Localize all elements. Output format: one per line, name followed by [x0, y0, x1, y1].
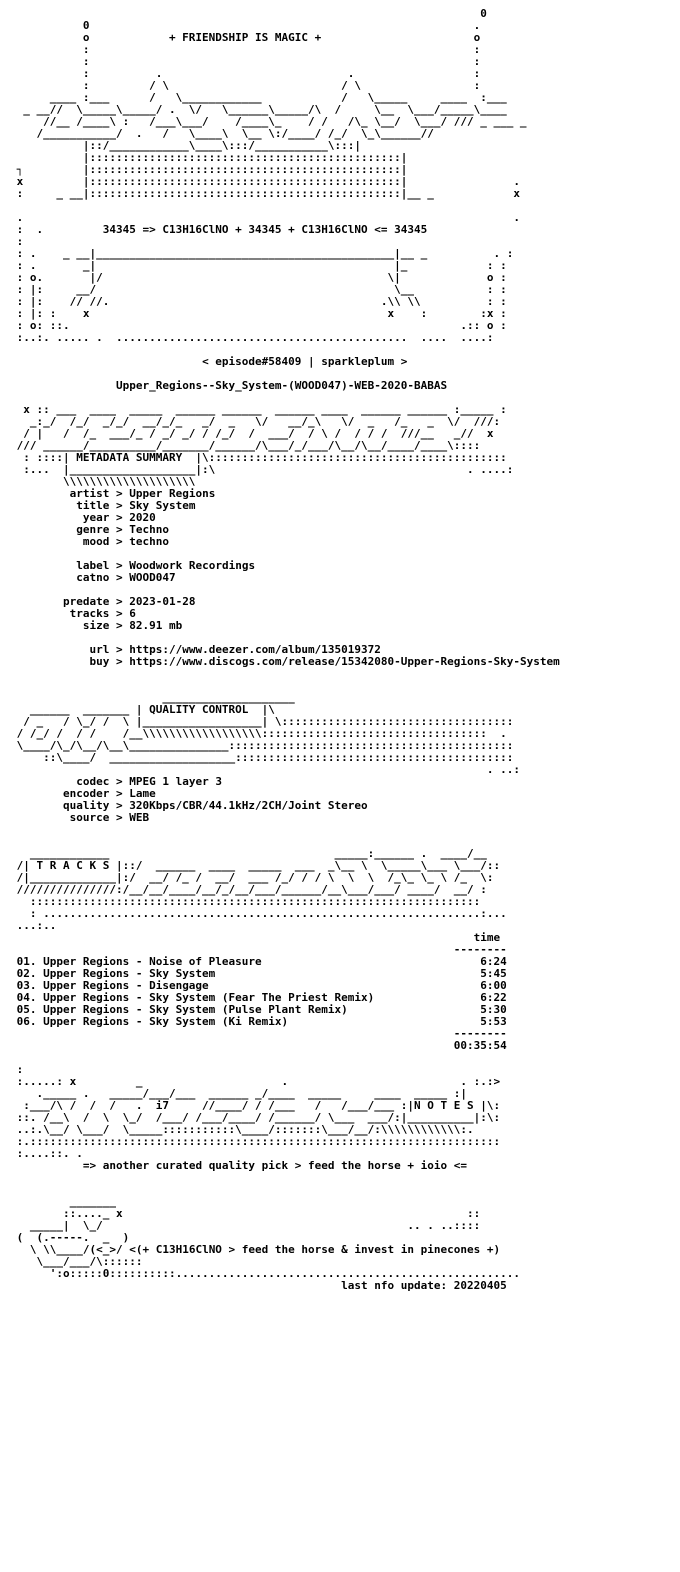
track-title: 02. Upper Regions - Sky System [16, 967, 216, 980]
q-source-row: source > WEB [69, 811, 150, 824]
q-quality: 320Kbps/CBR/44.1kHz/2CH/Joint Stereo [129, 799, 368, 812]
meta-buy-label: buy [89, 655, 110, 668]
track-row: 05. Upper Regions - Sky System (Pulse Pl… [10, 1003, 507, 1016]
track-title: 04. Upper Regions - Sky System (Fear The… [16, 991, 375, 1004]
meta-genre-row: genre > Techno [76, 523, 169, 536]
meta-url-label: url [89, 643, 110, 656]
episode-tag: < episode#58409 | sparkleplum > [202, 355, 408, 368]
meta-year-row: year > 2020 [82, 511, 156, 524]
separator-top: -------- [453, 943, 507, 956]
time-header-row: time [10, 931, 501, 944]
track-time: 5:53 [480, 1015, 507, 1028]
meta-title: Sky System [129, 499, 196, 512]
q-quality-label: quality [62, 799, 110, 812]
meta-catno: WOOD047 [129, 571, 176, 584]
meta-artist-row: artist > Upper Regions [69, 487, 216, 500]
track-row: 04. Upper Regions - Sky System (Fear The… [10, 991, 507, 1004]
meta-label-label: label [76, 559, 110, 572]
meta-year: 2020 [129, 511, 156, 524]
metadata-section-art: x :: ___ ____ _____ ______ ______ ______… [16, 403, 514, 488]
total-time: 00:35:54 [453, 1039, 507, 1052]
time-header: time [473, 931, 501, 944]
time-separator-bottom: -------- [10, 1027, 507, 1040]
formula-line: 34345 => C13H16ClNO + 34345 + C13H16ClNO… [102, 223, 428, 236]
meta-size-label: size [82, 619, 110, 632]
formula-line-prefix [56, 223, 102, 236]
q-encoder: Lame [129, 787, 156, 800]
meta-year-label: year [82, 511, 110, 524]
track-time: 5:30 [480, 1003, 507, 1016]
q-codec-label: codec [76, 775, 110, 788]
last-update-row: last nfo update: 20220405 [10, 1279, 507, 1292]
track-time: 6:24 [480, 955, 507, 968]
nfo-document: 0 0 . o + FRIENDSHIP IS MAGIC + o : [10, 8, 560, 1292]
quality-section-art: ____________________ ______ _______ | QU… [16, 691, 520, 776]
q-source: WEB [129, 811, 150, 824]
meta-buy-link[interactable]: https://www.discogs.com/release/15342080… [129, 655, 560, 668]
meta-title-label: title [76, 499, 110, 512]
q-quality-row: quality > 320Kbps/CBR/44.1kHz/2CH/Joint … [62, 799, 368, 812]
footer-art: _______ ::...._ x :: _____| \_/ .. . ..:… [16, 1195, 481, 1244]
last-update: last nfo update: 20220405 [341, 1279, 507, 1292]
meta-predate-label: predate [62, 595, 110, 608]
meta-tracks-row: tracks > 6 [69, 607, 136, 620]
meta-artist-label: artist [69, 487, 110, 500]
separator-bottom: -------- [453, 1027, 507, 1040]
meta-mood: techno [129, 535, 169, 548]
release-indent [10, 379, 116, 392]
meta-url-link[interactable]: https://www.deezer.com/album/135019372 [129, 643, 381, 656]
footer-art-tail: \___/___/\:::::: ':o:::::0::::::::::....… [36, 1255, 520, 1280]
track-title: 01. Upper Regions - Noise of Pleasure [16, 955, 262, 968]
meta-genre-label: genre [76, 523, 110, 536]
meta-predate: 2023-01-28 [129, 595, 196, 608]
meta-predate-row: predate > 2023-01-28 [62, 595, 196, 608]
track-row: 01. Upper Regions - Noise of Pleasure 6:… [10, 955, 507, 968]
q-encoder-label: encoder [62, 787, 110, 800]
q-encoder-row: encoder > Lame [62, 787, 156, 800]
track-title: 05. Upper Regions - Sky System (Pulse Pl… [16, 1003, 348, 1016]
meta-mood-row: mood > techno [82, 535, 169, 548]
q-source-label: source [69, 811, 110, 824]
track-time: 6:00 [480, 979, 507, 992]
header-art: 0 0 . o + FRIENDSHIP IS MAGIC + o : [16, 7, 527, 236]
meta-tracks: 6 [129, 607, 136, 620]
meta-title-row: title > Sky System [76, 499, 196, 512]
time-separator-top: -------- [10, 943, 507, 956]
notes-indent [10, 1159, 83, 1172]
track-row: 06. Upper Regions - Sky System (Ki Remix… [10, 1015, 507, 1028]
meta-artist: Upper Regions [129, 487, 216, 500]
meta-size: 82.91 mb [129, 619, 183, 632]
meta-size-row: size > 82.91 mb [82, 619, 183, 632]
notes-section-art: : :.....: x _ . . :.:> ._____ . _____/__… [16, 1063, 501, 1160]
release-name: Upper_Regions--Sky_System-(WOOD047)-WEB-… [115, 379, 448, 392]
meta-catno-label: catno [76, 571, 110, 584]
footer-slogan: <(+ C13H16ClNO > feed the horse & invest… [129, 1243, 501, 1256]
meta-tracks-label: tracks [69, 607, 110, 620]
meta-label-row: label > Woodwork Recordings [76, 559, 256, 572]
track-title: 03. Upper Regions - Disengage [16, 979, 209, 992]
footer-slogan-row: \ \\____/(<_>/ <(+ C13H16ClNO > feed the… [10, 1243, 501, 1256]
episode-indent [10, 355, 202, 368]
tracks-section-art: ____________ _____:______ . ____/__ /| T… [16, 847, 507, 932]
meta-url-row: url > https://www.deezer.com/album/13501… [89, 643, 381, 656]
meta-buy-row: buy > https://www.discogs.com/release/15… [89, 655, 560, 668]
meta-catno-row: catno > WOOD047 [76, 571, 176, 584]
track-row: 03. Upper Regions - Disengage 6:00 [10, 979, 507, 992]
meta-mood-label: mood [82, 535, 110, 548]
header-art-lower: : : . _ __|_____________________________… [16, 235, 514, 344]
meta-label: Woodwork Recordings [129, 559, 256, 572]
track-title: 06. Upper Regions - Sky System (Ki Remix… [16, 1015, 289, 1028]
track-time: 5:45 [480, 967, 507, 980]
notes-text: => another curated quality pick > feed t… [82, 1159, 467, 1172]
q-codec-row: codec > MPEG 1 layer 3 [76, 775, 222, 788]
track-list: 01. Upper Regions - Noise of Pleasure 6:… [10, 955, 507, 1028]
meta-genre: Techno [129, 523, 169, 536]
total-time-row: 00:35:54 [10, 1039, 507, 1052]
track-time: 6:22 [480, 991, 507, 1004]
q-codec: MPEG 1 layer 3 [129, 775, 222, 788]
track-row: 02. Upper Regions - Sky System 5:45 [10, 967, 507, 980]
